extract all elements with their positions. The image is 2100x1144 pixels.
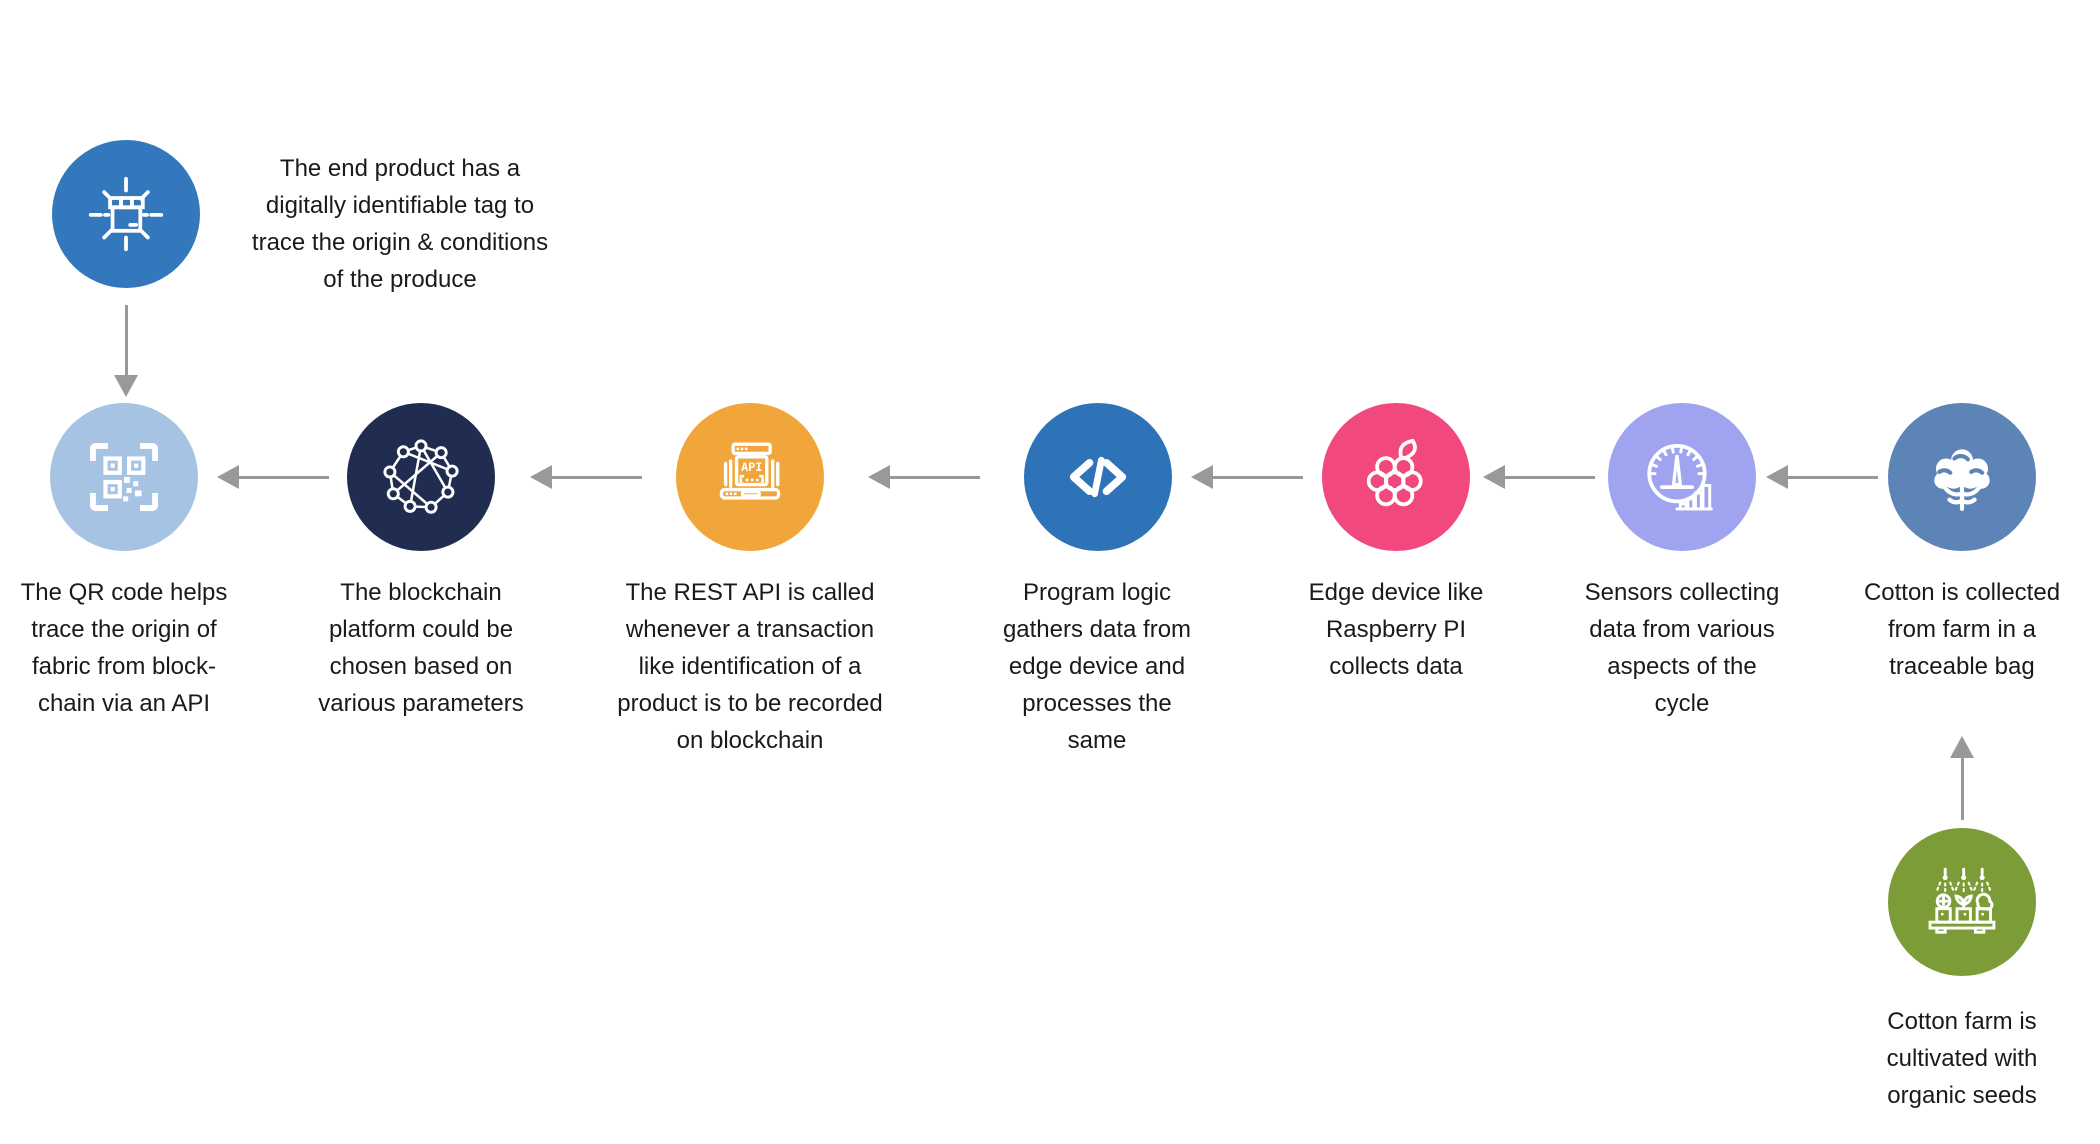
step-caption-program-logic: Program logic gathers data from edge dev… bbox=[1002, 579, 1192, 754]
farm-irrigation-icon bbox=[1928, 867, 1996, 934]
raspberry-icon bbox=[1366, 438, 1423, 507]
arrow-end-product-to-qr bbox=[114, 305, 138, 397]
step-circle-cotton-farm bbox=[1888, 828, 2036, 976]
step-circle-edge-device bbox=[1322, 403, 1470, 551]
arrow-api-to-blockchain bbox=[530, 465, 642, 489]
api-icon-label: API bbox=[741, 460, 762, 474]
step-caption-blockchain: The blockchain platform could be chosen … bbox=[318, 579, 524, 717]
step-circle-sensors bbox=[1608, 403, 1756, 551]
step-circle-qr-code bbox=[50, 403, 198, 551]
arrow-sensors-to-edge-device bbox=[1483, 465, 1595, 489]
step-circle-cotton-collection bbox=[1888, 403, 2036, 551]
step-circle-rest-api: API bbox=[676, 403, 824, 551]
arrow-cotton-to-sensors bbox=[1766, 465, 1878, 489]
step-caption-qr-code: The QR code helps trace the origin of fa… bbox=[20, 579, 228, 717]
network-icon bbox=[383, 439, 459, 514]
arrow-blockchain-to-qr bbox=[217, 465, 329, 489]
api-laptop-icon: API bbox=[719, 442, 781, 500]
step-caption-cotton-collection: Cotton is collected from farm in a trace… bbox=[1863, 579, 2061, 680]
qr-code-icon bbox=[89, 442, 159, 512]
step-caption-cotton-farm: Cotton farm is cultivated with organic s… bbox=[1886, 1008, 2038, 1109]
arrow-code-to-api bbox=[868, 465, 980, 489]
code-brackets-icon bbox=[1069, 456, 1127, 498]
gauge-chart-icon bbox=[1647, 444, 1713, 511]
step-caption-rest-api: The REST API is called whenever a transa… bbox=[617, 579, 883, 754]
cotton-boll-icon bbox=[1934, 449, 1990, 512]
step-circle-program-logic bbox=[1024, 403, 1172, 551]
step-caption-sensors: Sensors collecting data from various asp… bbox=[1584, 579, 1780, 717]
step-caption-end-product: The end product has a digitally identifi… bbox=[251, 155, 549, 293]
step-circle-blockchain bbox=[347, 403, 495, 551]
step-circle-end-product bbox=[52, 140, 200, 288]
arrow-edge-device-to-code bbox=[1191, 465, 1303, 489]
arrow-farm-to-cotton bbox=[1950, 736, 1974, 820]
step-caption-edge-device: Edge device like Raspberry PI collects d… bbox=[1308, 579, 1484, 680]
package-rays-icon bbox=[88, 176, 164, 252]
